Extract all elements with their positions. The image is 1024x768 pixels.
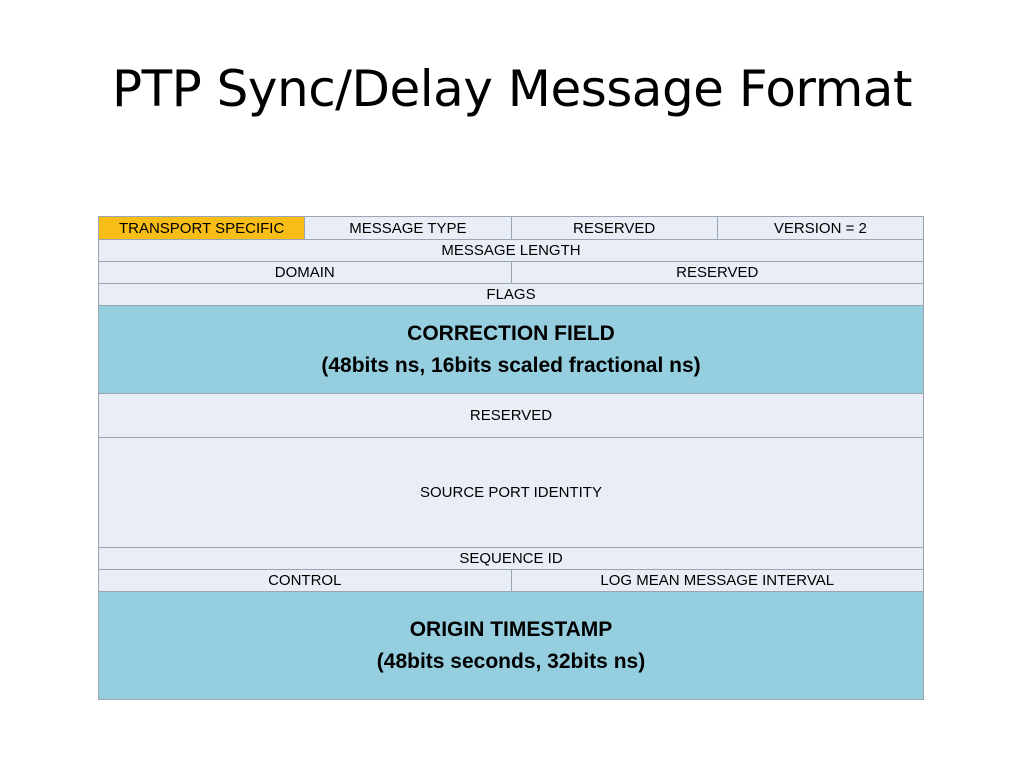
message-type-field: MESSAGE TYPE	[305, 217, 512, 240]
reserved-field-2: RESERVED	[511, 262, 923, 284]
reserved-field-3: RESERVED	[99, 394, 923, 438]
row-correction-field: CORRECTION FIELD (48bits ns, 16bits scal…	[99, 306, 923, 394]
row-source-port-identity: SOURCE PORT IDENTITY	[99, 438, 923, 548]
row-sequence-id: SEQUENCE ID	[99, 548, 923, 570]
row-origin-timestamp: ORIGIN TIMESTAMP (48bits seconds, 32bits…	[99, 592, 923, 699]
reserved-field: RESERVED	[511, 217, 718, 240]
transport-specific-field: TRANSPORT SPECIFIC	[99, 217, 306, 240]
correction-field-label: CORRECTION FIELD	[407, 321, 615, 345]
message-format-diagram: TRANSPORT SPECIFIC MESSAGE TYPE RESERVED…	[98, 216, 924, 700]
flags-field: FLAGS	[99, 284, 923, 306]
slide-title: PTP Sync/Delay Message Format	[111, 60, 913, 118]
source-port-identity-field: SOURCE PORT IDENTITY	[99, 438, 923, 548]
origin-timestamp-field: ORIGIN TIMESTAMP (48bits seconds, 32bits…	[99, 592, 923, 699]
version-field: VERSION = 2	[717, 217, 923, 240]
row-domain: DOMAIN RESERVED	[99, 262, 923, 284]
message-length-field: MESSAGE LENGTH	[99, 240, 923, 262]
origin-timestamp-label: ORIGIN TIMESTAMP	[409, 617, 613, 641]
row-reserved: RESERVED	[99, 394, 923, 438]
row-flags: FLAGS	[99, 284, 923, 306]
origin-timestamp-detail: (48bits seconds, 32bits ns)	[376, 649, 646, 673]
correction-field: CORRECTION FIELD (48bits ns, 16bits scal…	[99, 306, 923, 394]
row-message-length: MESSAGE LENGTH	[99, 240, 923, 262]
log-mean-message-interval-field: LOG MEAN MESSAGE INTERVAL	[511, 570, 923, 592]
control-field: CONTROL	[99, 570, 512, 592]
sequence-id-field: SEQUENCE ID	[99, 548, 923, 570]
row-header-fields: TRANSPORT SPECIFIC MESSAGE TYPE RESERVED…	[99, 217, 923, 240]
row-control: CONTROL LOG MEAN MESSAGE INTERVAL	[99, 570, 923, 592]
correction-field-detail: (48bits ns, 16bits scaled fractional ns)	[321, 353, 701, 377]
domain-field: DOMAIN	[99, 262, 512, 284]
